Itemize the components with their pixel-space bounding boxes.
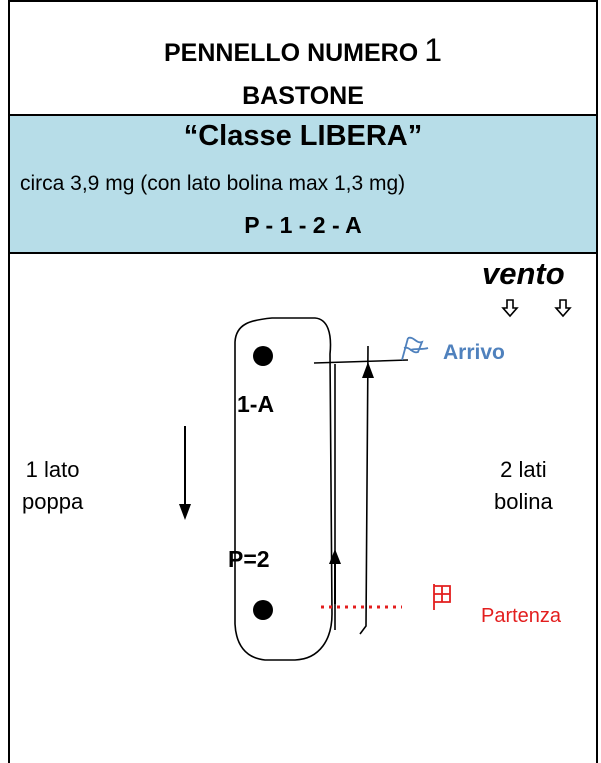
class-band: “Classe LIBERA” circa 3,9 mg (con lato b… (10, 116, 596, 254)
up-arrow-upper-head (362, 362, 374, 378)
class-description: circa 3,9 mg (con lato bolina max 1,3 mg… (20, 172, 406, 195)
wind-label: vento (482, 256, 565, 291)
class-title: “Classe LIBERA” (183, 120, 423, 152)
route-line-outer (359, 345, 369, 635)
down-arrow-icon (501, 299, 519, 318)
run-arrow-head (179, 504, 191, 520)
course-outline (234, 317, 333, 661)
mark-top (253, 346, 273, 366)
up-arrow-lower-head (329, 549, 341, 564)
mark-bottom-label: P=2 (228, 546, 270, 572)
course-code: P - 1 - 2 - A (244, 212, 362, 238)
title-text: PENNELLO NUMERO (164, 39, 419, 67)
course-drawing (179, 299, 572, 661)
finish-label: Arrivo (443, 341, 505, 364)
page-subtitle: BASTONE (242, 82, 364, 110)
finish-line (313, 359, 409, 364)
right-side-line2: bolina (494, 489, 553, 514)
mark-bottom (253, 600, 273, 620)
left-side-line1: 1 lato (25, 457, 80, 482)
flag-icon (401, 336, 429, 361)
title-number: 1 (424, 32, 442, 68)
mark-top-label: 1-A (237, 391, 275, 417)
right-side-line1: 2 lati (500, 457, 547, 482)
start-label: Partenza (481, 605, 562, 627)
course-diagram: vento Arrivo Partenza 1-A P=2 1 lato pop… (10, 254, 596, 763)
right-side-label: 2 lati bolina (494, 454, 553, 518)
left-side-label: 1 lato poppa (22, 454, 83, 518)
checkered-flag-icon (433, 584, 451, 610)
left-side-line2: poppa (22, 489, 84, 514)
down-arrow-icon (554, 299, 572, 318)
page-frame (8, 0, 598, 763)
